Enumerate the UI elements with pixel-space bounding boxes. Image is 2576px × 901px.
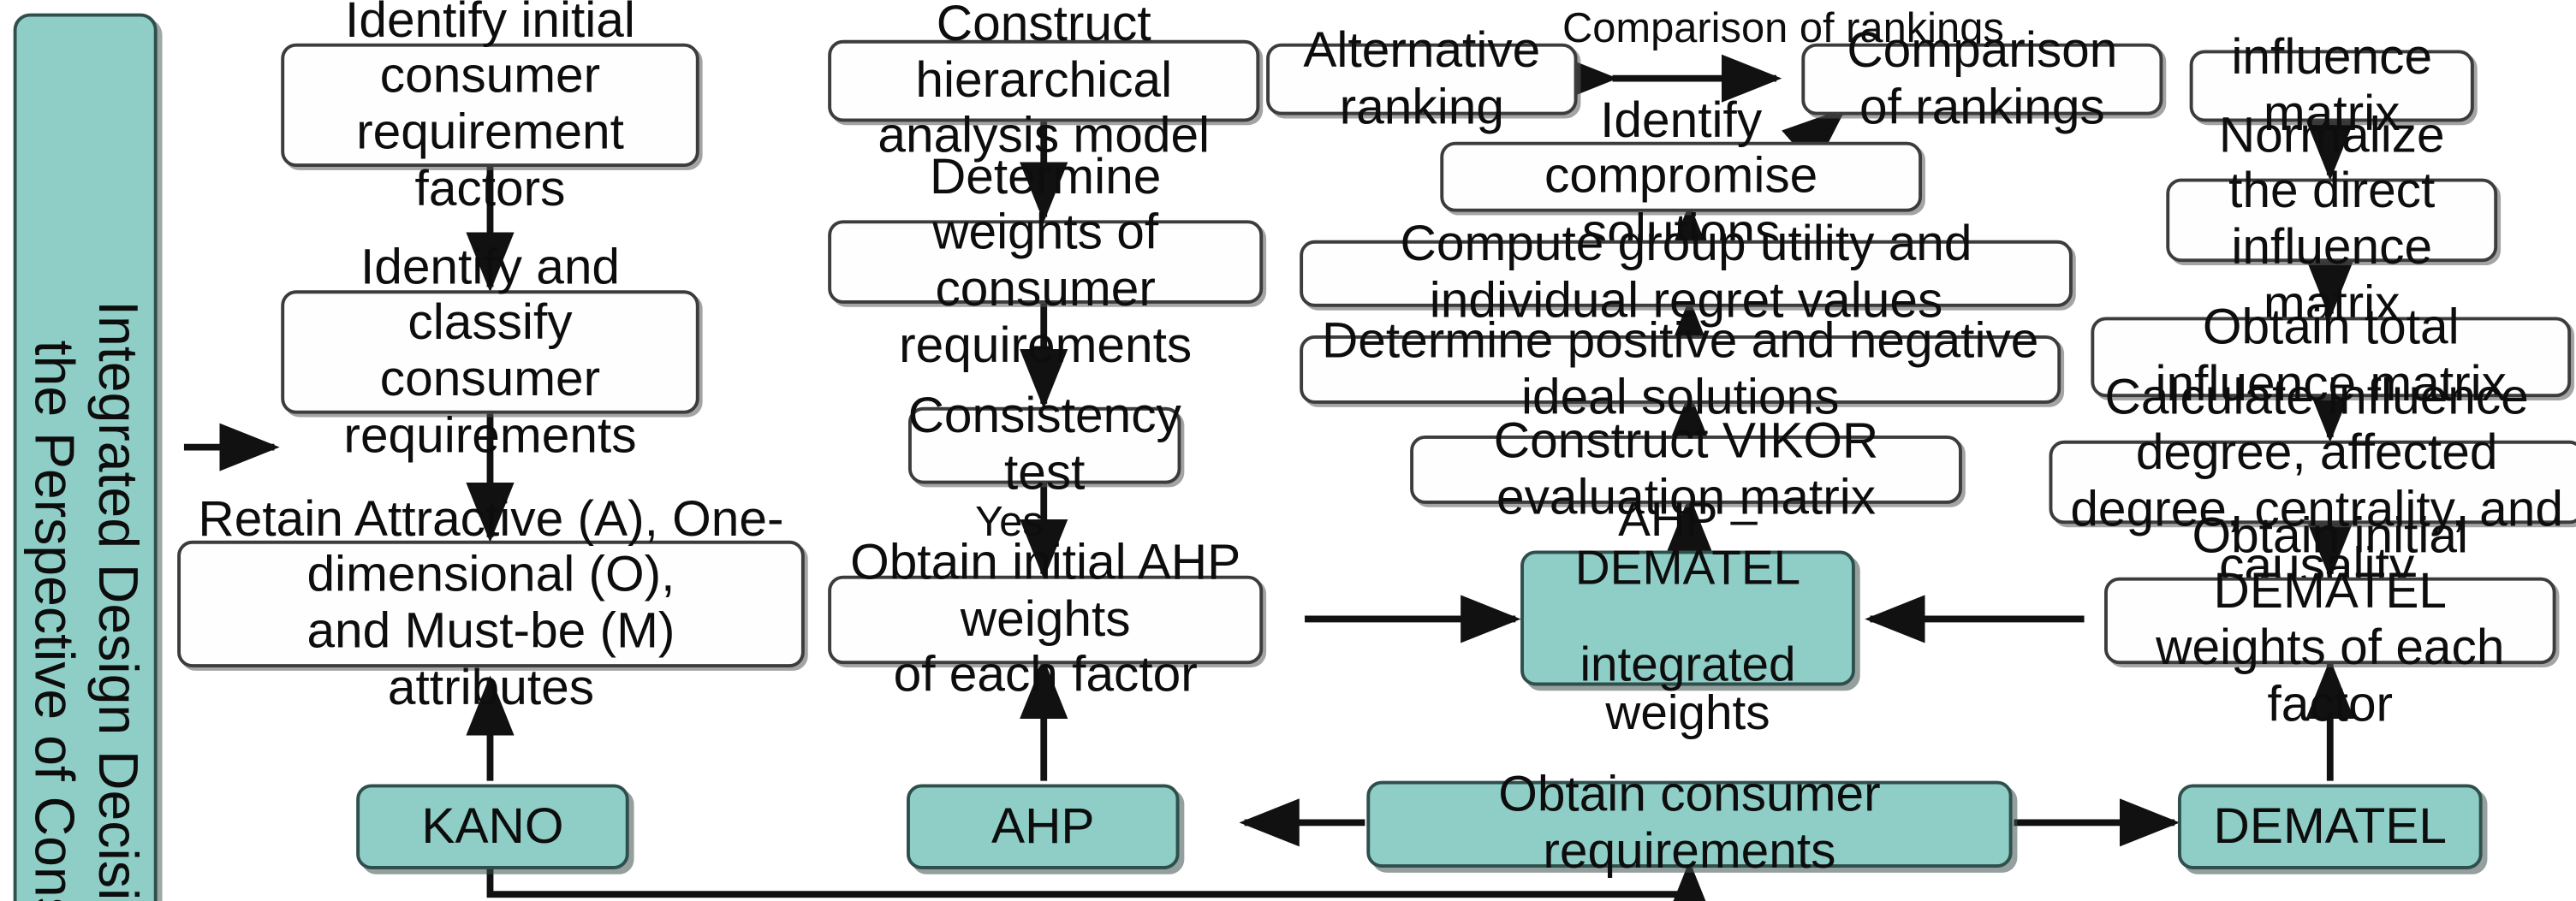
node-label: AHP xyxy=(991,798,1095,854)
node-calculate-influence-degree[interactable]: Calculate influence degree, affected deg… xyxy=(2049,370,2576,593)
node-label: Calculate influence degree, affected deg… xyxy=(2070,370,2563,594)
node-label: Construct VIKOR evaluation matrix xyxy=(1493,413,1879,525)
node-retain-attributes[interactable]: Retain Attractive (A), One-dimensional (… xyxy=(177,492,805,715)
node-comparison-of-rankings[interactable]: Comparison of rankings xyxy=(1801,23,2163,134)
node-label: Consistency test xyxy=(907,389,1181,501)
node-alternative-ranking[interactable]: Alternative ranking xyxy=(1266,23,1578,134)
node-construct-vikor-matrix[interactable]: Construct VIKOR evaluation matrix xyxy=(1410,413,1962,525)
node-compute-group-utility[interactable]: Compute group utility and individual reg… xyxy=(1300,217,2073,329)
node-normalize-direct-influence[interactable]: Normalize the direct influence matrix xyxy=(2166,108,2498,331)
node-label: Identify initial consumer requirement fa… xyxy=(345,0,635,216)
node-label: DEMATEL xyxy=(2213,798,2448,854)
node-obtain-initial-dematel-weights[interactable]: Obtain initial DEMATEL weights of each f… xyxy=(2104,508,2556,732)
node-label: influence matrix xyxy=(2231,29,2433,141)
vertical-title-text: Integrated Design Decision-Making Model … xyxy=(23,300,150,901)
node-label: Obtain initial AHP weights of each facto… xyxy=(850,536,1241,703)
node-consistency-test[interactable]: Consistency test xyxy=(908,389,1181,501)
node-determine-ideal-solutions[interactable]: Determine positive and negative ideal so… xyxy=(1300,313,2061,424)
node-label: Obtain total influence matrix xyxy=(2155,300,2508,412)
node-ahp[interactable]: AHP xyxy=(907,784,1180,869)
node-label: Retain Attractive (A), One-dimensional (… xyxy=(198,491,784,715)
node-label: Obtain initial DEMATEL weights of each f… xyxy=(2156,508,2505,732)
node-label: KANO xyxy=(421,798,564,854)
node-label: Determine positive and negative ideal so… xyxy=(1321,313,2039,425)
node-label: AHP – DEMATEL integrated weights xyxy=(1574,494,1801,741)
node-kano[interactable]: KANO xyxy=(356,784,629,869)
node-influence-matrix[interactable]: influence matrix xyxy=(2189,30,2474,141)
node-label: Identify and classify consumer requireme… xyxy=(343,240,637,464)
node-label: Obtain consumer requirements xyxy=(1498,768,1881,880)
label-yes: Yes xyxy=(975,499,1044,546)
vertical-title-banner: Integrated Design Decision-Making Model … xyxy=(13,13,158,901)
node-label: Compute group utility and individual reg… xyxy=(1400,217,1972,329)
node-obtain-total-influence-matrix[interactable]: Obtain total influence matrix xyxy=(2091,301,2572,412)
node-obtain-initial-ahp-weights[interactable]: Obtain initial AHP weights of each facto… xyxy=(828,536,1264,703)
node-label: Determine weights of consumer requiremen… xyxy=(899,150,1193,374)
node-dematel[interactable]: DEMATEL xyxy=(2177,784,2483,869)
node-identify-initial-factors[interactable]: Identify initial consumer requirement fa… xyxy=(281,0,699,216)
node-label: Construct hierarchical analysis model xyxy=(878,0,1211,164)
node-obtain-consumer-requirements[interactable]: Obtain consumer requirements xyxy=(1366,768,2013,880)
node-identify-classify[interactable]: Identify and classify consumer requireme… xyxy=(281,240,699,463)
node-identify-compromise-solutions[interactable]: Identify compromise solutions xyxy=(1440,92,1923,260)
node-label: Comparison of rankings xyxy=(1847,23,2118,134)
node-ahp-dematel-integrated-weights[interactable]: AHP – DEMATEL integrated weights xyxy=(1520,496,1855,738)
node-label: Normalize the direct influence matrix xyxy=(2218,108,2445,332)
node-construct-hierarchical[interactable]: Construct hierarchical analysis model xyxy=(828,0,1260,164)
node-label: Alternative ranking xyxy=(1303,23,1541,134)
node-determine-weights[interactable]: Determine weights of consumer requiremen… xyxy=(828,150,1264,373)
